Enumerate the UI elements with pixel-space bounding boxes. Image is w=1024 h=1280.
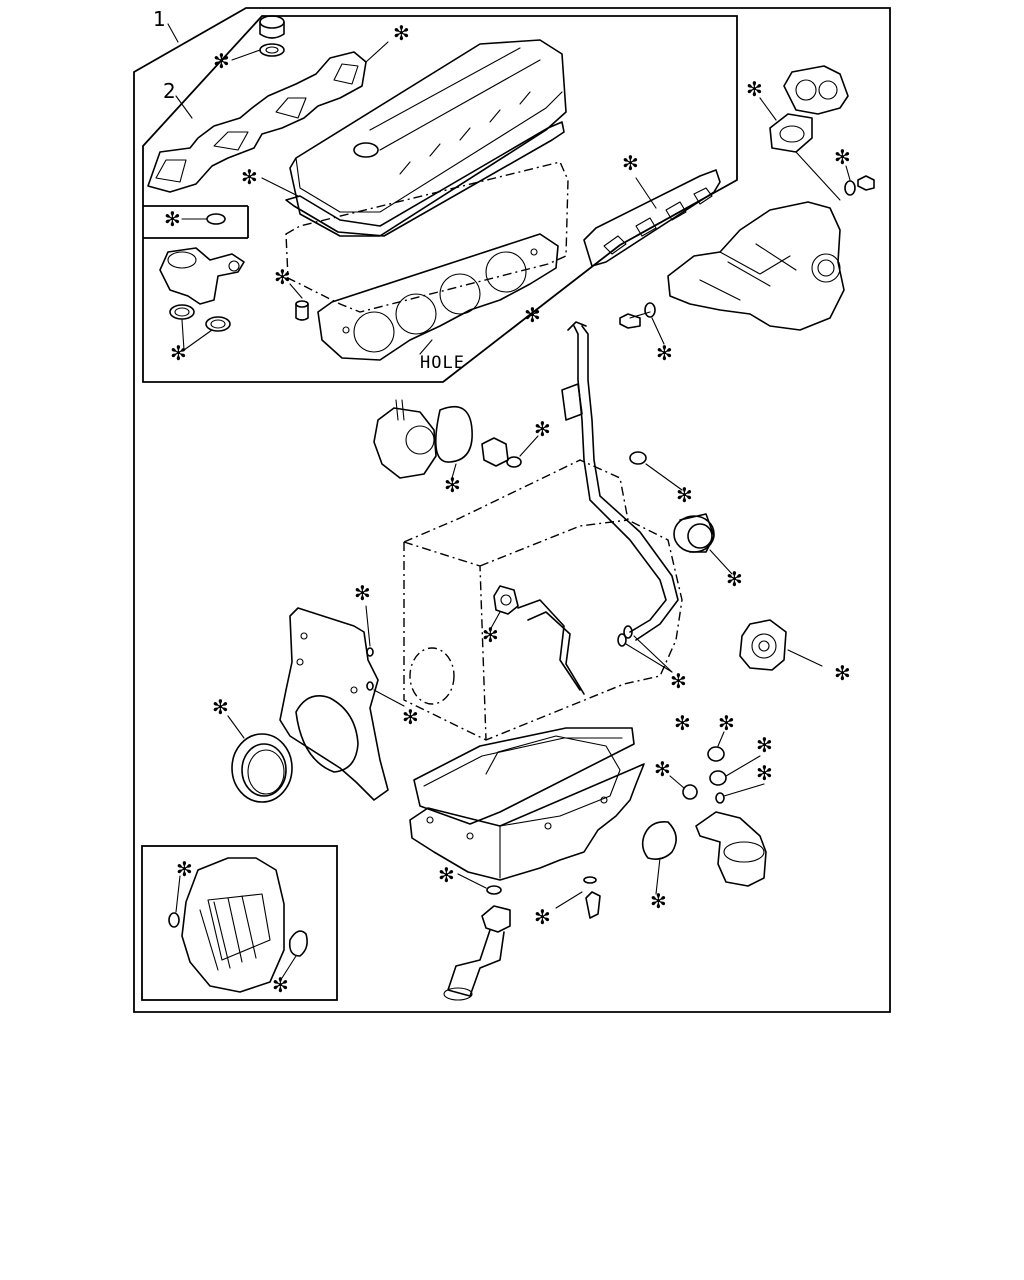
intake-manifold <box>667 201 845 331</box>
kit-marker: ✻ <box>756 733 773 757</box>
kit-marker: ✻ <box>438 863 455 887</box>
kit-marker: ✻ <box>534 417 551 441</box>
intake-bolt <box>619 311 651 329</box>
cylinder-head-cover <box>289 39 567 237</box>
kit-marker: ✻ <box>650 889 667 913</box>
kit-marker: ✻ <box>654 757 671 781</box>
filter-o-ring-1 <box>707 746 725 762</box>
dipstick-o-ring-2 <box>623 625 633 639</box>
oil-cooler-pipe <box>517 599 585 695</box>
pan-bolt <box>583 876 601 919</box>
filter-housing-gasket <box>641 820 677 860</box>
inner-kit-frame <box>142 15 738 383</box>
injection-pump <box>373 399 437 479</box>
item-1-label: 1 <box>153 7 166 31</box>
kit-marker: ✻ <box>622 151 639 175</box>
plug-washer <box>506 456 522 468</box>
kit-markers: ✻ ✻ ✻ ✻ ✻ ✻ ✻ ✻ ✻ ✻ ✻ ✻ ✻ ✻ ✻ ✻ ✻ ✻ ✻ ✻ … <box>164 21 851 997</box>
cylinder-head-gasket <box>317 233 559 361</box>
kit-marker: ✻ <box>354 581 371 605</box>
cylinder-head-outline <box>285 161 569 313</box>
intake-manifold-gasket <box>583 169 721 267</box>
drain-plug <box>481 437 509 467</box>
intake-washer <box>644 302 656 318</box>
kit-marker: ✻ <box>402 705 419 729</box>
hole-label: HOLE <box>420 353 465 373</box>
plate-dowel-2 <box>366 681 374 691</box>
water-pump <box>739 619 787 671</box>
kit-marker: ✻ <box>656 341 673 365</box>
kit-marker: ✻ <box>213 49 230 73</box>
kit-marker: ✻ <box>241 165 258 189</box>
thermostat-housing <box>159 247 245 332</box>
item-2-leader <box>175 95 193 119</box>
cylinder-block-outline <box>403 459 683 741</box>
front-oil-seal <box>673 513 715 553</box>
kit-marker: ✻ <box>524 303 541 327</box>
kit-marker: ✻ <box>718 711 735 735</box>
filter-o-ring-2 <box>709 770 727 786</box>
oil-cooler-gasket <box>493 585 519 615</box>
crankshaft-rear-seal <box>231 733 293 803</box>
kit-marker: ✻ <box>393 21 410 45</box>
kit-marker: ✻ <box>670 669 687 693</box>
kit-marker: ✻ <box>834 145 851 169</box>
sensor-washer <box>844 180 856 196</box>
pan-drain-washer <box>486 885 502 895</box>
filter-o-ring-4 <box>715 792 725 804</box>
kit-marker: ✻ <box>170 341 187 365</box>
kit-marker: ✻ <box>674 711 691 735</box>
pump-o-ring <box>434 405 473 463</box>
oil-pan <box>409 735 645 881</box>
dowel-pin <box>295 300 309 321</box>
oil-strainer-pipe <box>443 905 511 1001</box>
kit-marker: ✻ <box>444 473 461 497</box>
kit-marker: ✻ <box>212 695 229 719</box>
kit-marker: ✻ <box>534 905 551 929</box>
kit-marker: ✻ <box>746 77 763 101</box>
kit-marker: ✻ <box>726 567 743 591</box>
sensor-bolt <box>857 175 875 191</box>
item-2-label: 2 <box>163 79 176 103</box>
inset-frame <box>141 845 338 1001</box>
item-1-leader <box>167 23 179 43</box>
inset-flywheel-housing <box>181 857 285 993</box>
dipstick-o-ring-1 <box>617 633 627 647</box>
inset-dowel <box>168 912 180 928</box>
right-o-ring <box>629 451 647 465</box>
oil-dipstick-tube <box>561 321 679 641</box>
kit-marker: ✻ <box>274 265 291 289</box>
oil-filler-cap <box>259 15 285 57</box>
throttle-body <box>769 65 849 153</box>
rear-end-plate <box>279 607 389 801</box>
outer-kit-frame <box>133 7 891 1013</box>
inset-o-ring <box>288 930 308 957</box>
kit-marker: ✻ <box>834 661 851 685</box>
oil-pan-gasket <box>413 727 635 825</box>
head-cover-gasket <box>285 121 565 237</box>
kit-marker: ✻ <box>164 207 181 231</box>
kit-marker: ✻ <box>272 973 289 997</box>
small-o-ring <box>206 213 226 225</box>
filter-o-ring-3 <box>682 784 698 800</box>
plate-dowel-1 <box>366 647 374 657</box>
kit-marker: ✻ <box>482 623 499 647</box>
kit-marker: ✻ <box>676 483 693 507</box>
kit-marker: ✻ <box>756 761 773 785</box>
oil-filter-assembly <box>695 811 767 887</box>
kit-marker: ✻ <box>176 857 193 881</box>
